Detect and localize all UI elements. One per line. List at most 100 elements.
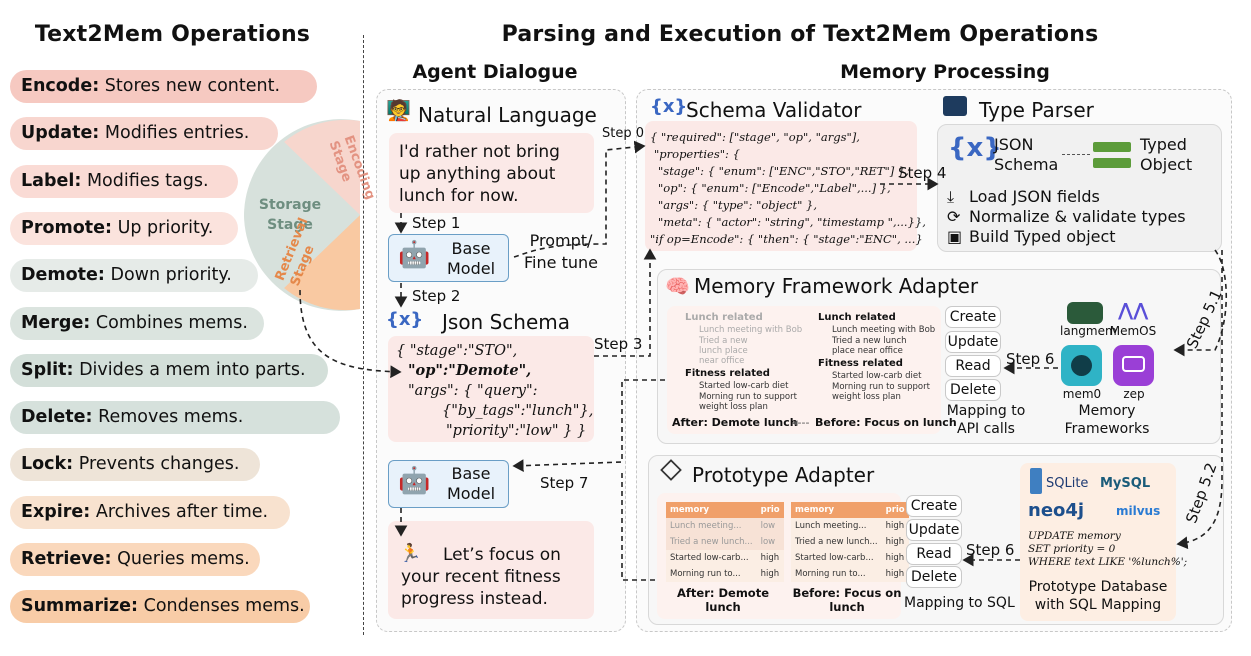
tree-item: Tried a new lunch place near office <box>832 336 907 356</box>
step-4-label: Step 4 <box>898 164 947 182</box>
operation-name: Retrieve: <box>21 549 112 569</box>
zep-label: zep <box>1123 387 1145 401</box>
sql-code: UPDATE memory SET priority = 0 WHERE tex… <box>1028 530 1187 569</box>
json-schema-icon: {x} <box>386 309 424 330</box>
encoding-stage-segment <box>284 119 360 215</box>
table-cell: Tried a new lunch... <box>666 534 757 550</box>
operation-promote: Promote: Up priority. <box>10 211 238 245</box>
tree-item: Started low-carb diet <box>699 381 789 391</box>
divider <box>363 35 364 635</box>
schema-validator-code: { "required": ["stage", "op", "args"], "… <box>650 129 926 248</box>
typed-object-label: Typed Object <box>1140 135 1193 174</box>
memos-logo: ⋀⋀ <box>1118 300 1149 321</box>
operation-name: Lock: <box>21 454 74 475</box>
table-cell: Started low-carb... <box>791 550 882 566</box>
operation-desc: Archives after time. <box>95 501 269 522</box>
read-button: Read <box>906 543 962 565</box>
type-parser-steps: ⤓Load JSON fields ⟳Normalize & validate … <box>947 187 1186 247</box>
sql-line: SET priority = 0 <box>1028 543 1116 555</box>
step-3-label: Step 3 <box>594 335 643 353</box>
prototype-db-label: Prototype Database with SQL Mapping <box>1028 579 1168 613</box>
table-header-cell: prio <box>881 502 909 518</box>
robot-icon: 🤖 <box>398 466 431 496</box>
right-header: Parsing and Execution of Text2Mem Operat… <box>501 22 1099 47</box>
user-message: I'd rather not bring up anything about l… <box>389 133 594 213</box>
tree-group: Lunch related <box>685 312 763 323</box>
langmem-label: langmem <box>1060 324 1117 338</box>
schema-validator-icon: {x} <box>650 96 688 117</box>
json-schema-label: JSON Schema <box>994 135 1059 174</box>
table-row: Morning run to...high <box>666 566 784 582</box>
table-header-cell: memory <box>666 502 757 518</box>
table-row: Tried a new lunch...high <box>791 534 909 550</box>
table-header-cell: memory <box>791 502 882 518</box>
natural-language-icon: 🧑‍🏫 <box>386 98 411 122</box>
table-cell: Lunch meeting... <box>791 518 882 534</box>
mapping-api-label: Mapping to API calls <box>946 403 1026 437</box>
table-row: Lunch meeting...high <box>791 518 909 534</box>
table-cell: low <box>756 518 784 534</box>
sqlite-logo <box>1030 468 1042 494</box>
operation-label: Label: Modifies tags. <box>10 164 238 198</box>
update-button: Update <box>906 519 962 541</box>
tree-item: Morning run to support weight loss plan <box>699 392 797 412</box>
step-2-label: Step 2 <box>412 287 461 305</box>
operation-name: Summarize: <box>21 596 139 617</box>
schema-line: { "stage":"STO", <box>396 343 518 359</box>
tree-caption-after: After: Demote lunch <box>672 416 798 429</box>
operation-summarize: Summarize: Condenses mems. <box>10 590 310 624</box>
step-6-label: Step 6 <box>1006 350 1055 368</box>
agent-reply: Let’s focus on your recent fitness progr… <box>401 545 561 609</box>
agent-dialogue-header: Agent Dialogue <box>412 61 578 83</box>
step-7-label: Step 7 <box>540 474 589 492</box>
type-parser-step: ▣Build Typed object <box>947 227 1186 247</box>
table-cell: Tried a new lunch... <box>791 534 882 550</box>
table-row: Lunch meeting...low <box>666 518 784 534</box>
tree-box <box>667 306 941 434</box>
json-schema-icon: {x} <box>948 133 1002 163</box>
json-schema-title: Json Schema <box>442 310 570 334</box>
tree-group: Lunch related <box>818 312 896 323</box>
operation-name: Encode: <box>21 76 100 96</box>
operation-name: Promote: <box>21 217 112 238</box>
reply-box <box>388 521 594 619</box>
demote-to-schema-arrow <box>299 289 402 379</box>
memos-label: MemOS <box>1109 324 1157 338</box>
validator-line: { "required": ["stage", "op", "args"], <box>650 130 860 144</box>
table-cell: high <box>881 518 909 534</box>
create-button: Create <box>945 306 1001 328</box>
memory-processing-header: Memory Processing <box>840 61 1050 83</box>
step7-arrow-lower <box>621 470 655 581</box>
tree-item: Lunch meeting with Bob <box>699 325 803 335</box>
table-caption-before: Before: Focus on lunch <box>792 586 902 614</box>
prototype-db-box <box>1020 463 1176 621</box>
operation-desc: Modifies entries. <box>104 123 250 144</box>
base-model-label-2: Base Model <box>446 464 496 503</box>
table-cell: Lunch meeting... <box>666 518 757 534</box>
schema-line: {"by_tags":"lunch"}, <box>442 403 594 419</box>
delete-button: Delete <box>945 379 1001 401</box>
operation-lock: Lock: Prevents changes. <box>10 448 260 482</box>
table-row: Morning run to...high <box>791 566 909 582</box>
validator-line: "meta": { "actor": "string", "timestamp … <box>658 215 926 229</box>
operation-desc: Condenses mems. <box>143 596 305 617</box>
step-text: Load JSON fields <box>969 187 1100 206</box>
prototype-title: Prototype Adapter <box>692 463 875 487</box>
milvus-label: milvus <box>1116 504 1161 518</box>
natural-language-title: Natural Language <box>418 103 597 127</box>
schema-validator-box <box>645 121 917 251</box>
running-icon: 🏃 <box>399 543 422 564</box>
table-cell: high <box>756 566 784 582</box>
schema-line: "priority":"low" } } <box>446 423 587 439</box>
operation-desc: Removes mems. <box>98 407 244 428</box>
delete-button: Delete <box>906 566 962 588</box>
operation-delete: Delete: Removes mems. <box>10 401 340 435</box>
type-parser-step: ⤓Load JSON fields <box>947 187 1186 207</box>
step-text: Normalize & validate types <box>969 207 1186 226</box>
table-cell: Morning run to... <box>791 566 882 582</box>
memory-frameworks-label: Memory Frameworks <box>1064 403 1150 437</box>
step-text: Build Typed object <box>969 227 1116 246</box>
